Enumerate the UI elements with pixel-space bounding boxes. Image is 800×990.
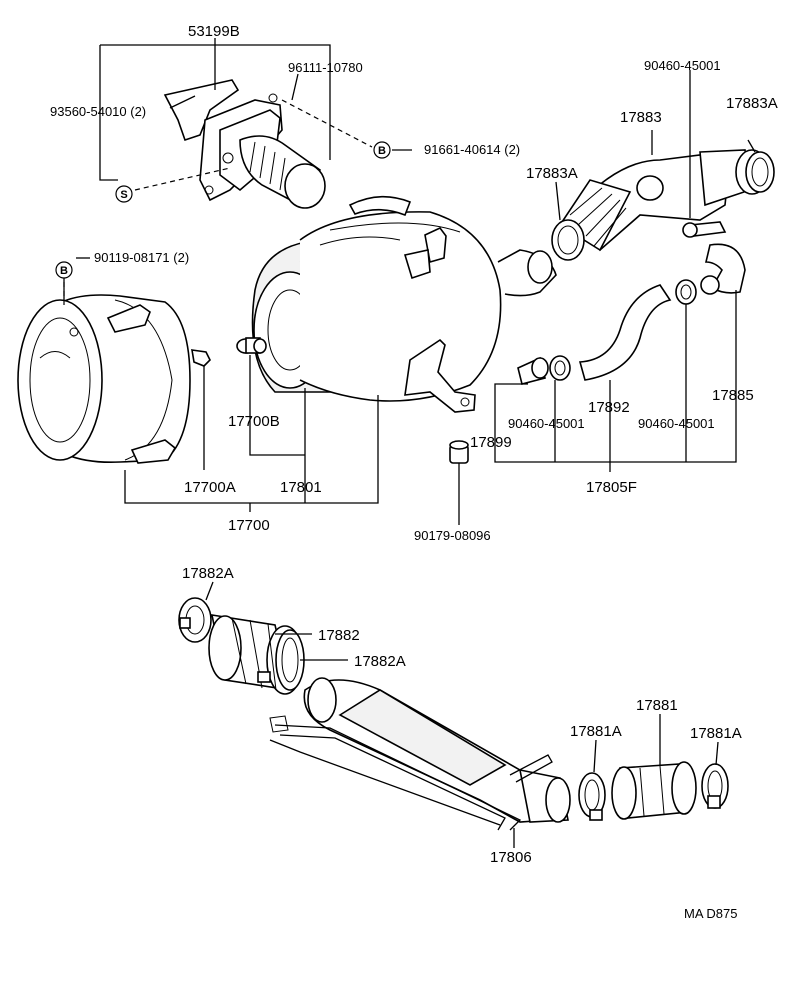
heat-stove-53199b — [163, 79, 326, 209]
cap-clip-top — [106, 304, 151, 333]
label-17885: 17885 — [712, 387, 754, 404]
label-17883a-left: 17883A — [526, 165, 578, 182]
grommet-90179 — [449, 440, 469, 464]
clamp-17882a-top — [178, 597, 212, 643]
cap-17899 — [517, 356, 549, 385]
symbol-s-text: S — [120, 189, 127, 201]
label-17892: 17892 — [588, 399, 630, 416]
label-91661-40614: 91661-40614 (2) — [424, 142, 520, 157]
hose-17885 — [700, 243, 746, 295]
label-96111-10780: 96111-10780 — [288, 60, 363, 75]
label-17883: 17883 — [620, 109, 662, 126]
air-cleaner-case — [299, 195, 557, 413]
clamp-17882a-mid — [257, 629, 305, 691]
label-90119-08171: 90119-08171 (2) — [94, 250, 189, 265]
symbol-s: S — [115, 185, 133, 203]
clip-17700a — [191, 349, 211, 367]
label-17700b: 17700B — [228, 413, 280, 430]
hose-17881 — [611, 761, 697, 820]
air-duct-17806 — [269, 677, 571, 831]
label-17700a: 17700A — [184, 479, 236, 496]
label-17881a-right: 17881A — [690, 725, 742, 742]
leader-lines — [63, 38, 756, 848]
label-17700: 17700 — [228, 517, 270, 534]
symbol-b-2: B — [55, 261, 73, 279]
label-17881a-left: 17881A — [570, 723, 622, 740]
label-93560-54010: 93560-54010 (2) — [50, 104, 146, 119]
label-17801: 17801 — [280, 479, 322, 496]
label-17899: 17899 — [470, 434, 512, 451]
symbol-b-1: B — [373, 141, 391, 159]
label-17882a-mid: 17882A — [354, 653, 406, 670]
label-53199b: 53199B — [188, 23, 240, 40]
label-90460-45001-right: 90460-45001 — [638, 416, 715, 431]
label-17881: 17881 — [636, 697, 678, 714]
hose-17892 — [578, 284, 672, 381]
label-17882a-top: 17882A — [182, 565, 234, 582]
label-90460-45001-top: 90460-45001 — [644, 58, 721, 73]
cap-nut-17700b — [236, 337, 267, 354]
label-90460-45001-mid: 90460-45001 — [508, 416, 585, 431]
label-17806: 17806 — [490, 849, 532, 866]
clamp-90460-right — [675, 279, 697, 305]
intake-hose-17883 — [551, 149, 775, 261]
label-17883a-right: 17883A — [726, 95, 778, 112]
clamp-17881a-left — [578, 772, 606, 821]
symbol-b-text-1: B — [378, 145, 386, 157]
cap-clip-bottom — [130, 439, 177, 464]
diagram-code: MA D875 — [684, 906, 737, 921]
label-90179-08096: 90179-08096 — [414, 528, 491, 543]
symbol-b-text-2: B — [60, 265, 68, 277]
clamp-90460-mid — [549, 355, 571, 381]
label-17805f: 17805F — [586, 479, 637, 496]
clamp-17881a-right — [701, 763, 729, 809]
part-labels: 53199B 96111-10780 93560-54010 (2) 91661… — [50, 23, 778, 921]
air-cleaner-cap — [17, 294, 191, 464]
label-17882: 17882 — [318, 627, 360, 644]
